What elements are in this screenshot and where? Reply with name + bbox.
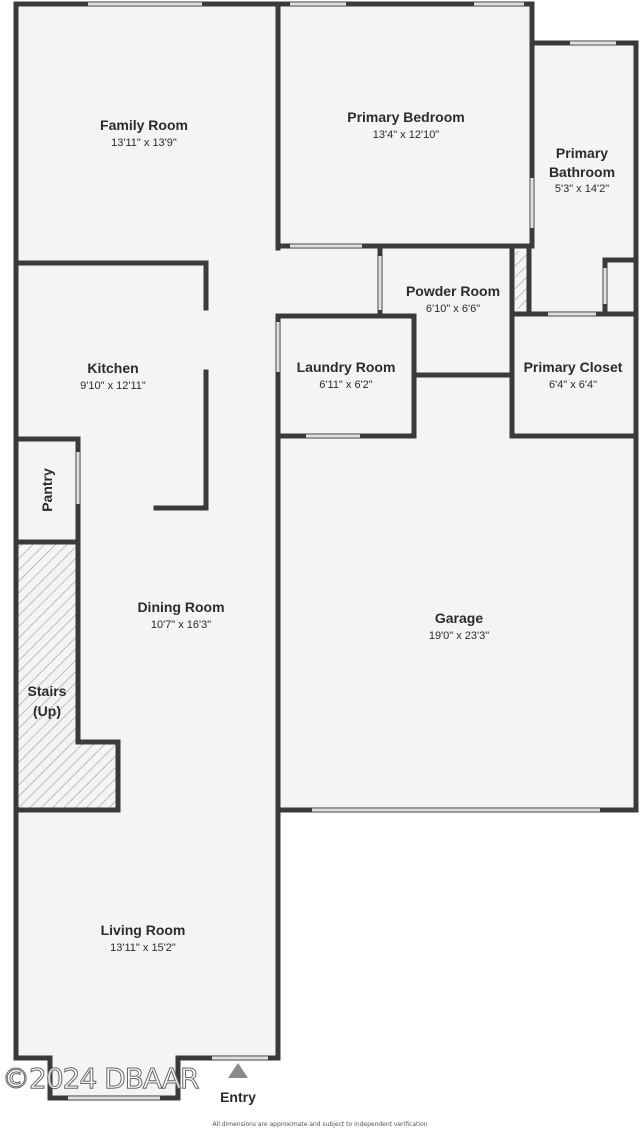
room-labels: Family Room 13'11" x 13'9" Primary Bedro… bbox=[28, 109, 623, 1105]
floor-areas bbox=[16, 4, 636, 1098]
dining-room-name: Dining Room bbox=[137, 599, 224, 615]
stairs-name-1: Stairs bbox=[28, 683, 67, 699]
entry-arrow-icon bbox=[228, 1063, 248, 1078]
primary-bathroom-dims: 5'3" x 14'2" bbox=[555, 183, 609, 195]
garage-name: Garage bbox=[435, 610, 483, 626]
dining-room-dims: 10'7" x 16'3" bbox=[151, 619, 211, 631]
living-room-name: Living Room bbox=[101, 922, 186, 938]
garage-dims: 19'0" x 23'3" bbox=[429, 630, 489, 642]
primary-bathroom-name-1: Primary bbox=[556, 145, 608, 161]
entry-label: Entry bbox=[220, 1089, 256, 1105]
primary-closet-dims: 6'4" x 6'4" bbox=[549, 379, 597, 391]
kitchen-name: Kitchen bbox=[87, 360, 138, 376]
disclaimer-note: All dimensions are approximate and subje… bbox=[212, 1121, 428, 1128]
primary-bathroom-name-2: Bathroom bbox=[549, 164, 615, 180]
duct-hatch bbox=[515, 251, 529, 309]
pantry-name: Pantry bbox=[39, 468, 55, 512]
laundry-room-dims: 6'11" x 6'2" bbox=[319, 379, 372, 391]
kitchen-dims: 9'10" x 12'11" bbox=[80, 380, 146, 392]
laundry-room-name: Laundry Room bbox=[297, 359, 396, 375]
family-room-name: Family Room bbox=[100, 117, 188, 133]
primary-closet-name: Primary Closet bbox=[524, 359, 623, 375]
copyright-watermark: ©2024 DBAAR bbox=[1, 1062, 199, 1096]
powder-room-dims: 6'10" x 6'6" bbox=[426, 303, 480, 315]
stairs-name-2: (Up) bbox=[33, 703, 61, 719]
primary-bedroom-name: Primary Bedroom bbox=[347, 109, 464, 125]
primary-bedroom-dims: 13'4" x 12'10" bbox=[373, 129, 440, 141]
family-room-dims: 13'11" x 13'9" bbox=[111, 137, 177, 149]
powder-room-name: Powder Room bbox=[406, 283, 500, 299]
windows bbox=[68, 2, 616, 1100]
living-room-dims: 13'11" x 15'2" bbox=[110, 942, 176, 954]
